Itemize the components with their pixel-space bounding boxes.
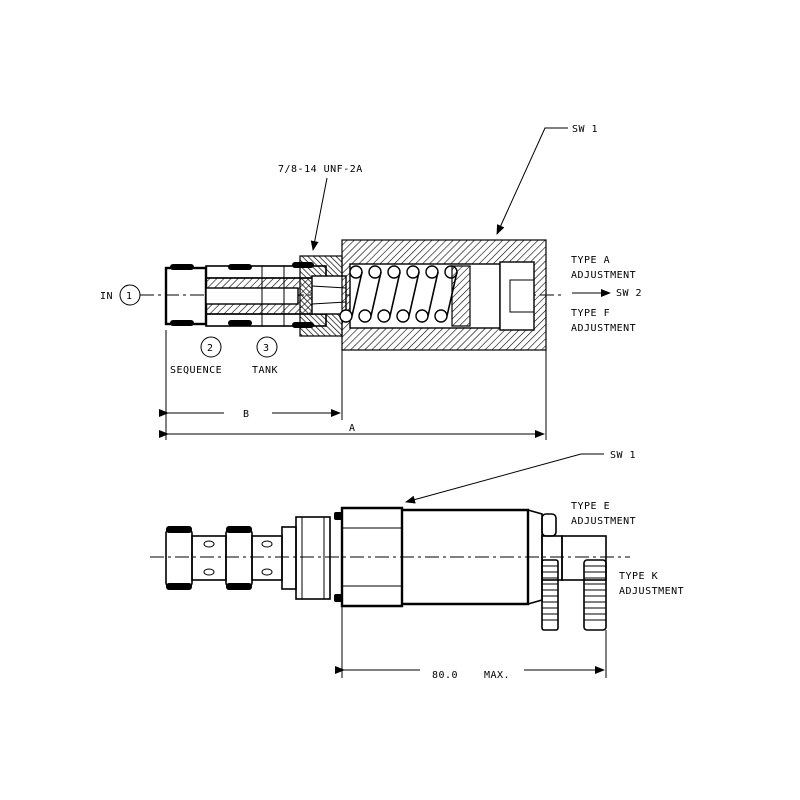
max-dim-value: 80.0 [432,670,458,681]
port-3-circle [256,336,278,358]
land-2 [225,529,253,587]
knurled-knob-2 [583,559,607,631]
sw1-bottom-leader [405,453,604,504]
dim-a-label: A [349,423,356,434]
adjust-stem [541,535,563,581]
section-view [140,239,565,351]
sw1-top-leader [496,127,568,235]
dimension-line-bottom [335,606,607,678]
port-3-number: 3 [263,343,270,354]
type-a-label: TYPE A [571,255,610,266]
max-dim-suffix: MAX. [484,670,510,681]
port-2-circle [200,336,222,358]
hex-nut [340,506,404,608]
land-1 [165,529,193,587]
tank-label: TANK [252,365,278,376]
thread-spec-label: 7/8-14 UNF-2A [278,164,363,175]
poppet-seat [311,275,347,315]
knurled-knob-1 [541,559,559,631]
type-f-label: TYPE F [571,308,610,319]
port-holes [203,540,273,576]
adjuster-bore [499,261,535,331]
groove-2 [251,535,283,581]
sw1-bottom-label: SW 1 [610,450,636,461]
dim-b-label: B [243,409,250,420]
sw2-label: SW 2 [616,288,642,299]
land-3 [281,526,297,590]
adjust-screw [509,279,535,313]
sleeve [402,508,530,606]
spring [339,265,458,323]
port-2-number: 2 [207,343,214,354]
spool [205,287,299,305]
spring-guide [451,265,471,327]
type-k-label: TYPE K [619,571,658,582]
port-1-number: 1 [126,291,133,302]
type-e-label: TYPE E [571,501,610,512]
inlet-body [164,266,208,326]
type-e-adjustment: ADJUSTMENT [571,516,636,527]
in-label: IN [100,291,113,302]
sw1-top-label: SW 1 [572,124,598,135]
sequence-label: SEQUENCE [170,365,222,376]
dimension-lines-top [159,330,547,440]
groove-1 [191,535,227,581]
type-k-adjustment: ADJUSTMENT [619,586,684,597]
external-view [150,506,630,631]
type-f-adjustment: ADJUSTMENT [571,323,636,334]
type-e-nut [541,513,557,537]
thread-leader [310,177,328,251]
type-a-adjustment: ADJUSTMENT [571,270,636,281]
port-1-circle [119,284,141,306]
neck-ring [295,516,331,600]
